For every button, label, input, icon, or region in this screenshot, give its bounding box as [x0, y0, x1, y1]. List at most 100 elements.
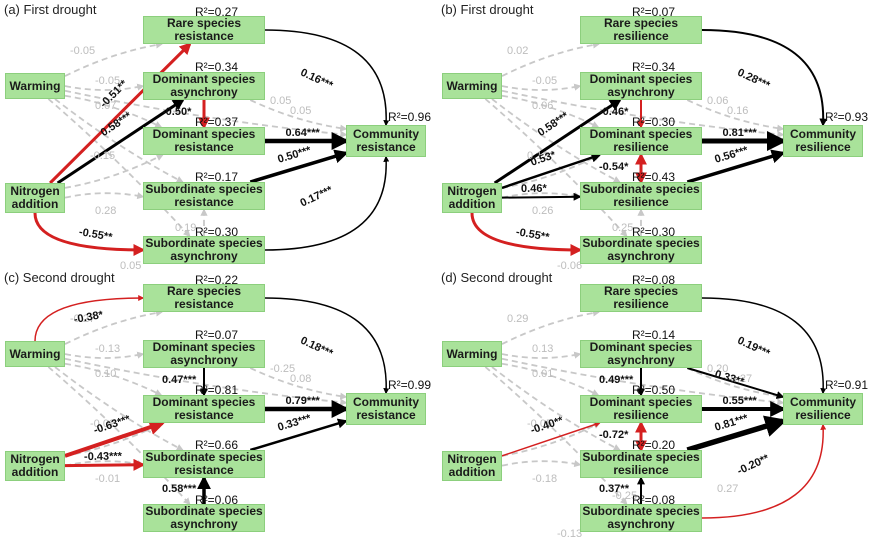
- nonsignificant-coefficient: 0.20: [707, 363, 729, 375]
- significant-path-sub-to-community: [249, 418, 348, 452]
- nonsignificant-coefficient: 0.05: [270, 95, 292, 107]
- r-squared-dom-async: R²=0.07: [195, 328, 239, 342]
- node-rare: Rare species resilience: [580, 284, 702, 312]
- node-dom: Dominant species resilience: [580, 395, 702, 423]
- significant-path-nitrogen-to-rare: [49, 42, 192, 185]
- nonsignificant-coefficient: -0.05: [70, 45, 96, 57]
- r-squared-sub-async: R²=0.08: [632, 493, 676, 507]
- nonsignificant-path: [501, 154, 601, 189]
- node-dom: Dominant species resistance: [143, 127, 265, 155]
- significant-path-dom_async-to-community: [687, 367, 785, 399]
- nonsignificant-coefficient: -0.02: [90, 418, 116, 430]
- node-nitrogen: Nitrogen addition: [5, 451, 65, 481]
- significant-path-nitrogen-to-dom_async: [493, 98, 622, 185]
- r-squared-sub: R²=0.43: [632, 170, 676, 184]
- significant-path-rare-to-community: [701, 29, 828, 127]
- path-coefficient: 0.64***: [285, 127, 320, 139]
- node-dom-async: Dominant species asynchrony: [580, 72, 702, 100]
- path-coefficient: 0.79***: [285, 395, 320, 407]
- nonsignificant-coefficient: 0.10: [95, 368, 117, 380]
- r-squared-community: R²=0.96: [388, 110, 432, 124]
- node-rare: Rare species resistance: [143, 16, 265, 44]
- node-warming: Warming: [442, 73, 502, 99]
- nonsignificant-path: [64, 83, 145, 91]
- panel-title: (c) Second drought: [4, 270, 115, 285]
- r-squared-dom: R²=0.37: [195, 115, 239, 129]
- path-coefficient: -0.54*: [599, 160, 629, 173]
- nonsignificant-coefficient: -0.01: [95, 473, 121, 485]
- significant-path-nitrogen-to-dom: [501, 421, 601, 457]
- node-warming: Warming: [5, 73, 65, 99]
- nonsignificant-coefficient: 0.05: [290, 105, 312, 117]
- nonsignificant-path: [501, 41, 601, 77]
- nonsignificant-path: [501, 460, 582, 468]
- r-squared-sub: R²=0.17: [195, 170, 239, 184]
- panel-title: (d) Second drought: [441, 270, 553, 285]
- significant-path-nitrogen-to-dom_async: [56, 98, 185, 185]
- nonsignificant-coefficient: 0.19: [175, 222, 197, 234]
- significant-path-rare-to-community: [701, 297, 827, 395]
- r-squared-community: R²=0.91: [825, 378, 869, 392]
- node-nitrogen: Nitrogen addition: [442, 183, 502, 213]
- node-dom: Dominant species resistance: [143, 395, 265, 423]
- node-sub-async: Subordinate species asynchrony: [143, 504, 265, 532]
- path-coefficient: 0.49***: [599, 373, 634, 386]
- nonsignificant-coefficient: 0.07: [95, 100, 117, 112]
- nonsignificant-path: [64, 192, 145, 200]
- node-community: Community resilience: [783, 393, 863, 425]
- r-squared-sub: R²=0.66: [195, 438, 239, 452]
- path-coefficient: -0.43***: [83, 450, 122, 464]
- nonsignificant-path: [501, 357, 785, 406]
- node-community: Community resistance: [346, 125, 426, 157]
- nonsignificant-coefficient: 0.13: [532, 343, 554, 355]
- node-community: Community resistance: [346, 393, 426, 425]
- node-sub: Subordinate species resilience: [580, 450, 702, 478]
- nonsignificant-path: [249, 99, 348, 132]
- nonsignificant-path: [501, 192, 582, 200]
- nonsignificant-coefficient: -0.25: [270, 363, 296, 375]
- node-nitrogen: Nitrogen addition: [442, 451, 502, 481]
- nonsignificant-path: [501, 89, 785, 138]
- nonsignificant-path: [501, 351, 582, 359]
- nonsignificant-coefficient: -0.27: [727, 373, 753, 385]
- significant-path-warming-to-rare: [34, 295, 145, 342]
- nonsignificant-coefficient: -0.05: [527, 418, 553, 430]
- nonsignificant-coefficient: 0.01: [532, 368, 554, 380]
- node-rare: Rare species resilience: [580, 16, 702, 44]
- nonsignificant-path: [484, 366, 628, 506]
- r-squared-dom: R²=0.30: [632, 115, 676, 129]
- nonsignificant-coefficient: -0.13: [557, 528, 583, 540]
- node-dom-async: Dominant species asynchrony: [143, 72, 265, 100]
- nonsignificant-coefficient: 0.16: [727, 105, 749, 117]
- significant-path-nitrogen-to-dom: [64, 419, 166, 458]
- r-squared-rare: R²=0.22: [195, 273, 239, 287]
- nonsignificant-coefficient: 0.25: [612, 222, 634, 234]
- nonsignificant-coefficient: 0.08: [290, 373, 312, 385]
- nonsignificant-path: [501, 422, 601, 457]
- nonsignificant-coefficient: -0.25: [612, 490, 638, 502]
- path-coefficient: 0.55***: [722, 395, 757, 407]
- nonsignificant-path: [249, 367, 348, 400]
- nonsignificant-path: [64, 357, 348, 406]
- nonsignificant-coefficient: 0.12: [527, 150, 549, 162]
- nonsignificant-coefficient: 0.27: [717, 483, 739, 495]
- r-squared-dom: R²=0.50: [632, 383, 676, 397]
- r-squared-dom-async: R²=0.34: [632, 60, 676, 74]
- node-sub: Subordinate species resistance: [143, 450, 265, 478]
- significant-path-sub-to-community: [686, 415, 788, 453]
- nonsignificant-path: [491, 366, 621, 451]
- nonsignificant-path: [54, 98, 184, 183]
- path-coefficient: 0.58***: [162, 483, 197, 495]
- node-community: Community resilience: [783, 125, 863, 157]
- path-coefficient: 0.37**: [599, 483, 629, 495]
- node-dom-async: Dominant species asynchrony: [580, 340, 702, 368]
- node-dom-async: Dominant species asynchrony: [143, 340, 265, 368]
- nonsignificant-path: [47, 366, 191, 506]
- r-squared-rare: R²=0.08: [632, 273, 676, 287]
- nonsignificant-coefficient: -0.06: [557, 260, 583, 272]
- significant-path-nitrogen-to-dom: [501, 152, 602, 190]
- nonsignificant-path: [64, 362, 163, 396]
- nonsignificant-coefficient: 0.28: [95, 205, 117, 217]
- node-rare: Rare species resistance: [143, 284, 265, 312]
- nonsignificant-coefficient: -0.15: [90, 150, 116, 162]
